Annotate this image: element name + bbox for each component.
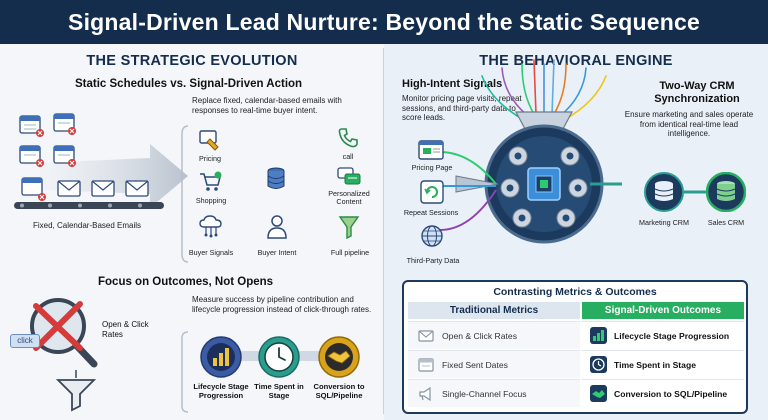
envelope-icon (418, 329, 434, 342)
clock-icon (590, 356, 607, 373)
crm-description: Ensure marketing and sales operate from … (624, 110, 754, 138)
open-click-rates-label: Open & Click Rates (102, 320, 149, 339)
circles-bracket (181, 331, 189, 413)
bar-chart-icon (590, 327, 607, 344)
phone-icon (338, 128, 358, 148)
table-row: Conversion to SQL/Pipeline (582, 379, 744, 407)
handshake-icon (590, 385, 607, 402)
bar-chart-icon (200, 336, 242, 378)
buyer-signals-label: Buyer Signals (188, 248, 234, 257)
third-party-data-label: Third-Party Data (406, 256, 460, 265)
database-icon (267, 167, 285, 189)
header-banner: Signal-Driven Lead Nurture: Beyond the S… (0, 0, 768, 44)
signals-description: Monitor pricing page visits, repeat sess… (402, 94, 522, 122)
table-row: Lifecycle Stage Progression (582, 321, 744, 349)
browser-icon (418, 140, 444, 160)
envelope-icon (57, 180, 81, 197)
traditional-metric: Open & Click Rates (442, 330, 517, 341)
refresh-icon (420, 180, 444, 204)
crm-title: Two-Way CRM Synchronization (654, 80, 740, 105)
crm-sync-arrow (684, 190, 708, 194)
full-pipeline-label: Full pipeline (330, 248, 370, 257)
left-section-title: THE STRATEGIC EVOLUTION (86, 53, 298, 69)
traditional-metric: Fixed Sent Dates (442, 359, 508, 370)
funnel-icon (338, 216, 360, 240)
calendar-icon (418, 357, 434, 372)
static-vs-signal-description: Replace fixed, calendar-based emails wit… (192, 96, 342, 115)
chat-bubbles-icon (337, 167, 361, 185)
calendar-conveyor-illustration (14, 113, 188, 209)
sales-crm-icon (706, 172, 746, 212)
repeat-sessions-label: Repeat Sessions (403, 208, 459, 217)
lifecycle-stage-label: Lifecycle Stage Progression (193, 382, 249, 400)
megaphone-icon (419, 386, 431, 401)
table-row: Fixed Sent Dates (408, 350, 580, 378)
pricing-page-label: Pricing Page (411, 163, 453, 172)
time-in-stage-label: Time Spent in Stage (254, 382, 304, 400)
conveyor-label: Fixed, Calendar-Based Emails (32, 221, 142, 230)
panel-divider (383, 48, 384, 414)
behavioral-engine-graphic (455, 59, 622, 244)
buyer-intent-label: Buyer Intent (257, 248, 297, 257)
handshake-icon (318, 336, 360, 378)
magnifier-crossed-icon (30, 298, 98, 412)
marketing-crm-label: Marketing CRM (639, 218, 689, 227)
globe-icon (421, 225, 443, 247)
signal-outcome: Conversion to SQL/Pipeline (614, 388, 728, 399)
table-header-signal-driven: Signal-Driven Outcomes (582, 302, 744, 319)
shopping-cart-icon (200, 171, 222, 191)
call-label: call (342, 152, 354, 161)
user-icon (267, 215, 287, 239)
signal-input-lines (440, 151, 497, 231)
table-title: Contrasting Metrics & Outcomes (493, 286, 657, 298)
grid-bracket (181, 125, 189, 263)
calendar-icon (19, 115, 44, 137)
static-vs-signal-title: Static Schedules vs. Signal-Driven Actio… (75, 78, 303, 90)
sales-crm-label: Sales CRM (707, 218, 745, 227)
table-row: Time Spent in Stage (582, 350, 744, 378)
signals-title: High-Intent Signals (402, 78, 503, 90)
outcomes-description: Measure success by pipeline contribution… (192, 295, 372, 314)
metrics-table: Contrasting Metrics & Outcomes Tradition… (402, 280, 748, 414)
table-row: Single-Channel Focus (408, 379, 580, 407)
shopping-label: Shopping (195, 196, 227, 205)
signal-outcome: Lifecycle Stage Progression (614, 330, 730, 341)
signal-outcome: Time Spent in Stage (614, 359, 696, 370)
conversion-label: Conversion to SQL/Pipeline (313, 382, 365, 400)
page-title: Signal-Driven Lead Nurture: Beyond the S… (68, 8, 700, 35)
outcomes-title: Focus on Outcomes, Not Opens (98, 276, 274, 288)
pricing-label: Pricing (199, 154, 221, 163)
right-section-title: THE BEHAVIORAL ENGINE (479, 53, 673, 69)
price-tag-icon (199, 130, 219, 151)
cloud-network-icon (199, 215, 222, 238)
clock-icon (258, 336, 300, 378)
click-badge: click (10, 334, 40, 348)
table-header-traditional: Traditional Metrics (408, 302, 580, 319)
personalized-content-label: Personalized Content (328, 189, 370, 206)
traditional-metric: Single-Channel Focus (442, 388, 527, 399)
marketing-crm-icon (644, 172, 684, 212)
table-row: Open & Click Rates (408, 321, 580, 349)
